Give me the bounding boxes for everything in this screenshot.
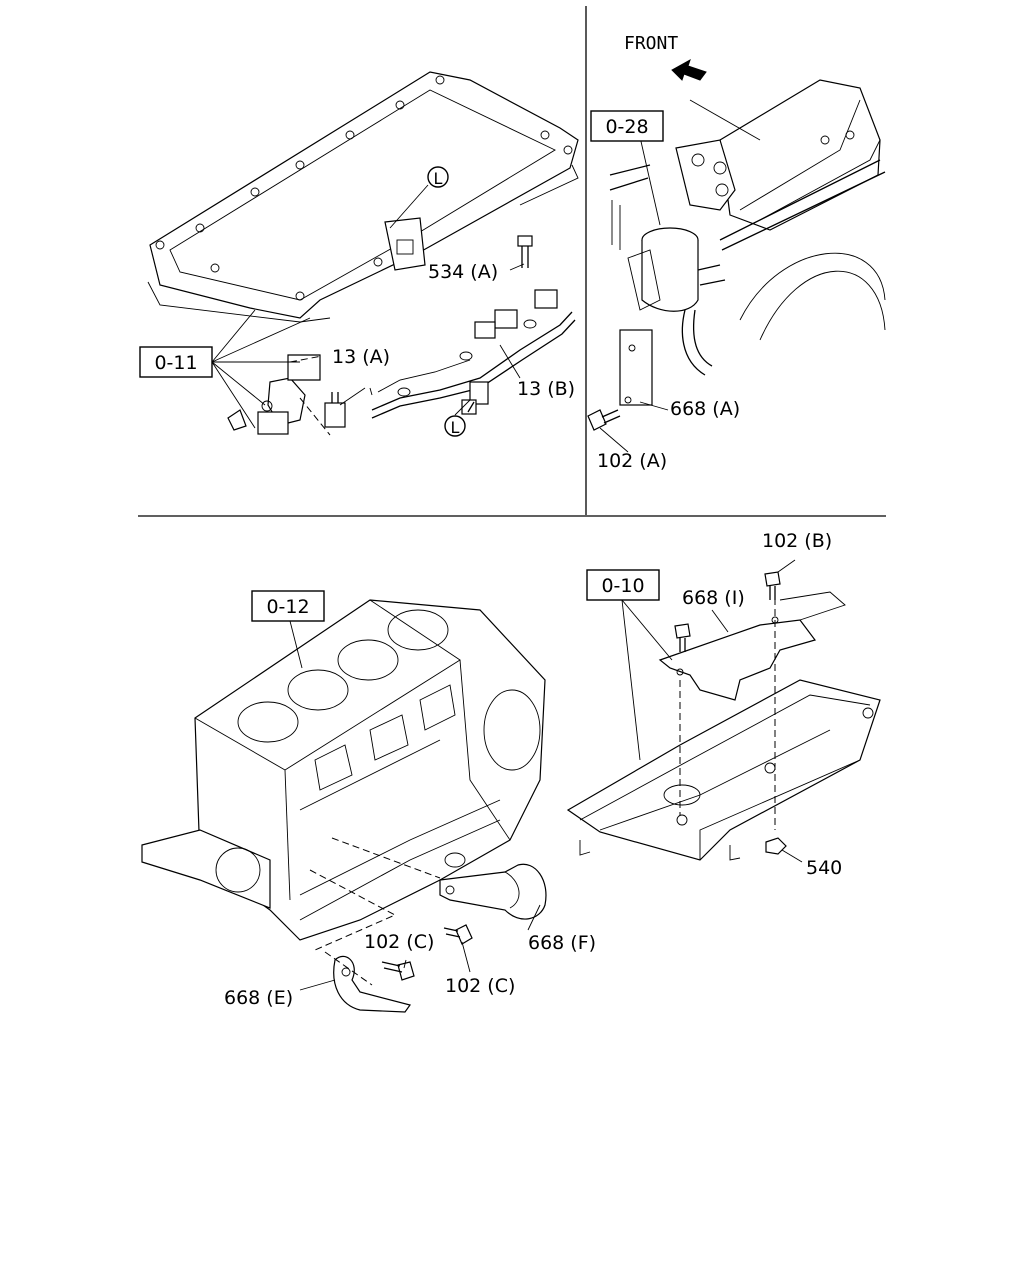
bolt-102C-lower-icon <box>381 961 415 981</box>
fuel-filter-illustration <box>619 227 726 406</box>
callout-668A: 668 (A) <box>670 398 740 420</box>
engine-side-illustration <box>609 79 886 341</box>
bolt-102A-icon <box>587 409 621 431</box>
ref-label-0-28: 0-28 <box>605 116 648 138</box>
bracket-668I-illustration <box>658 591 846 701</box>
callout-13A: 13 (A) <box>332 346 390 368</box>
oil-pan-illustration <box>147 71 579 323</box>
bracket-668E-illustration <box>333 955 411 1013</box>
ref-box-0-10 <box>586 569 660 601</box>
bolt-0-10-icon <box>674 623 691 652</box>
shield-plate-illustration <box>566 679 881 861</box>
nut-540-icon <box>765 837 787 855</box>
bracket-668F-illustration <box>439 863 547 920</box>
ref-box-0-12 <box>251 590 325 622</box>
bolt-102C-upper-icon <box>443 924 473 945</box>
front-arrow-icon <box>671 58 707 81</box>
callout-102A: 102 (A) <box>597 450 667 472</box>
callout-668F: 668 (F) <box>528 932 596 954</box>
callout-L-top-circle <box>427 166 449 188</box>
ref-label-0-12: 0-12 <box>266 596 309 618</box>
callout-L-top: L <box>434 169 443 188</box>
ref-box-0-11 <box>139 346 213 378</box>
callout-102C-upper: 102 (C) <box>364 931 434 953</box>
bolt-102B-icon <box>764 571 781 600</box>
callout-102C-lower: 102 (C) <box>445 975 515 997</box>
callout-540: 540 <box>806 857 842 879</box>
callout-102B: 102 (B) <box>762 530 832 552</box>
callout-668E: 668 (E) <box>224 987 293 1009</box>
callout-534A: 534 (A) <box>428 261 498 283</box>
wiring-harness-illustration <box>371 289 576 419</box>
cylinder-block-illustration <box>141 599 546 951</box>
callout-13B: 13 (B) <box>517 378 575 400</box>
ref-label-0-11: 0-11 <box>154 352 197 374</box>
ref-label-0-10: 0-10 <box>601 575 644 597</box>
sensor-and-connector-illustration <box>227 354 346 435</box>
callout-668I: 668 (I) <box>682 587 745 609</box>
front-label: FRONT <box>624 33 678 54</box>
ref-box-0-28 <box>590 110 664 142</box>
callout-L-bottom-circle <box>444 415 466 437</box>
callout-L-bottom: L <box>451 418 460 437</box>
bolt-534-icon <box>517 235 533 268</box>
